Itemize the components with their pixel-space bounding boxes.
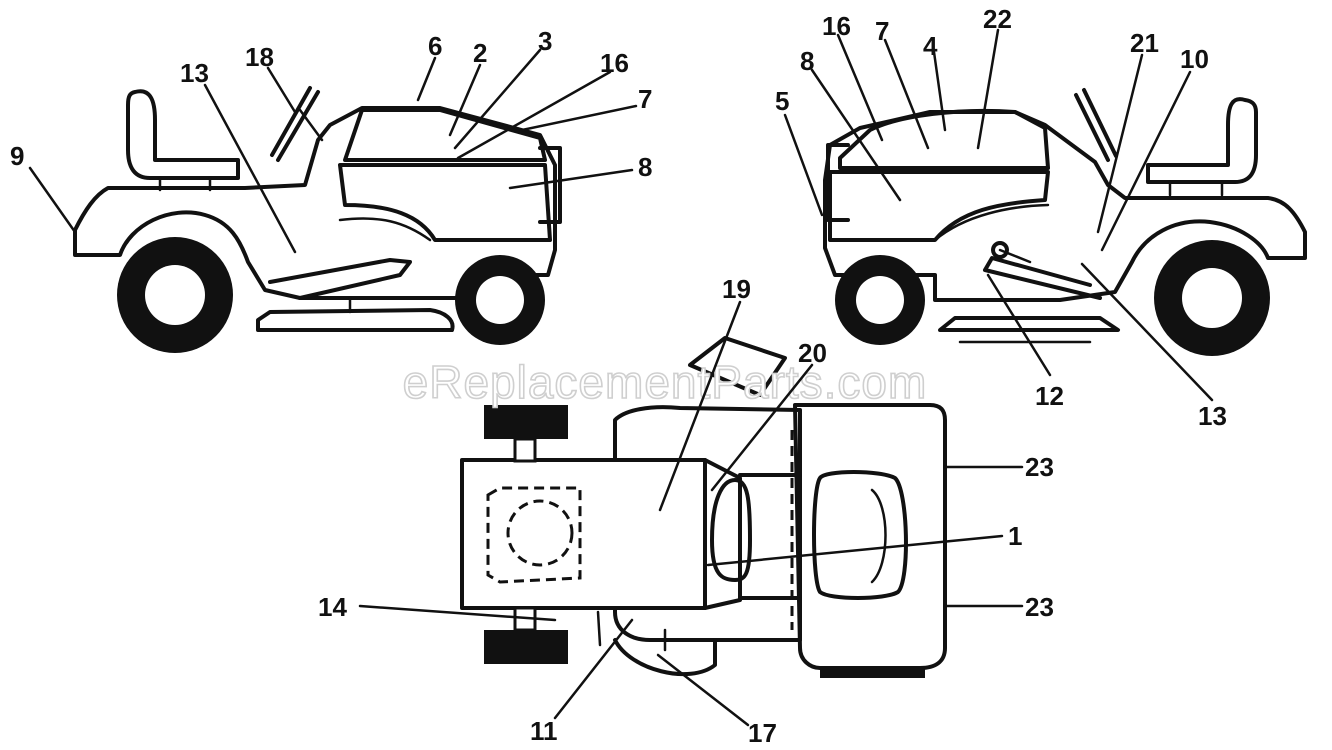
callout-21: 21 [1130, 28, 1159, 58]
callout-11: 11 [530, 716, 558, 746]
callout-16: 16 [822, 11, 851, 41]
callout-8: 8 [638, 152, 652, 182]
top-view [460, 336, 947, 678]
callout-5: 5 [775, 86, 789, 116]
callout-3: 3 [538, 26, 552, 56]
callout-1: 1 [1008, 521, 1022, 551]
callout-13: 13 [180, 58, 209, 88]
callout-22: 22 [983, 4, 1012, 34]
right-side-view [823, 88, 1307, 356]
callout-18: 18 [245, 42, 274, 72]
callout-7: 7 [638, 84, 652, 114]
callout-16: 16 [600, 48, 629, 78]
watermark: eReplacementParts.com [403, 356, 928, 408]
callout-14: 14 [318, 592, 347, 622]
callout-20: 20 [798, 338, 827, 368]
callout-2: 2 [473, 38, 487, 68]
leader-lines [28, 28, 1214, 727]
callout-23: 23 [1025, 592, 1054, 622]
callout-8: 8 [800, 46, 814, 76]
left-side-view [73, 86, 562, 353]
callout-13: 13 [1198, 401, 1227, 431]
callout-9: 9 [10, 141, 24, 171]
callout-23: 23 [1025, 452, 1054, 482]
callout-19: 19 [722, 274, 751, 304]
callout-4: 4 [923, 31, 938, 61]
callout-labels: 9 13 18 6 2 3 16 7 8 16 7 4 22 8 5 21 10… [10, 4, 1227, 748]
callout-12: 12 [1035, 381, 1064, 411]
callout-7: 7 [875, 16, 889, 46]
callout-10: 10 [1180, 44, 1209, 74]
callout-17: 17 [748, 718, 777, 748]
callout-6: 6 [428, 31, 442, 61]
